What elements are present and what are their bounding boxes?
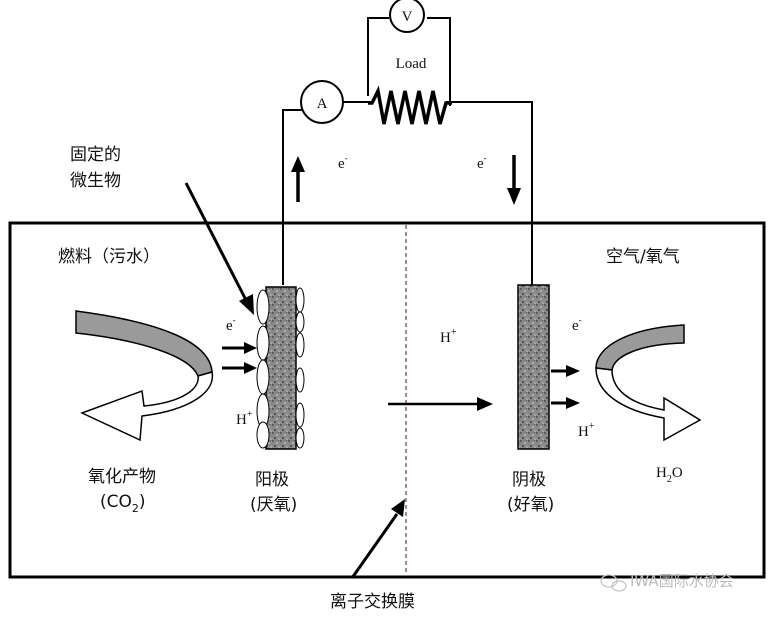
proton-label-center: H+	[440, 327, 457, 346]
microbes-pointer-arrow	[184, 182, 254, 315]
immobilized-microbes-label-line1: 固定的	[70, 145, 121, 165]
water-label: H2O	[656, 465, 683, 485]
watermark: IWA国际水协会	[600, 572, 734, 592]
reduction-curved-arrow	[595, 324, 702, 442]
ammeter-symbol: A	[317, 96, 328, 112]
voltmeter-symbol: V	[402, 9, 413, 25]
oxidation-curved-arrow	[75, 310, 214, 442]
electron-label-cathode: e-	[572, 315, 582, 334]
ammeter: A	[300, 80, 344, 124]
membrane-label: 离子交换膜	[330, 592, 415, 612]
load-label: Load	[396, 56, 427, 72]
immobilized-microbes	[256, 287, 305, 449]
load-resistor	[368, 85, 452, 125]
oxidation-products-label: 氧化产物	[88, 467, 156, 487]
co2-label: (CO2)	[100, 492, 146, 515]
air-oxygen-label: 空气/氧气	[606, 247, 680, 267]
cathode-output-arrows	[551, 365, 580, 409]
membrane-pointer-arrow	[350, 499, 405, 579]
wechat-icon	[600, 574, 627, 592]
proton-label-cathode: H+	[578, 421, 595, 440]
proton-label-anode: H+	[236, 409, 253, 428]
anode-electrode	[265, 286, 297, 450]
anode-input-arrows	[222, 342, 257, 374]
external-circuit	[282, 17, 533, 287]
anode-label: 阳极	[255, 470, 289, 490]
anode-sub-label: (厌氧)	[250, 495, 297, 515]
cell-chamber	[8, 221, 766, 579]
proton-migration-arrow	[388, 397, 493, 411]
electron-label-anode: e-	[226, 315, 236, 334]
electron-label-right: e-	[477, 153, 487, 172]
cathode-sub-label: (好氧)	[507, 495, 554, 515]
watermark-text: IWA国际水协会	[630, 572, 734, 590]
fuel-label: 燃料（污水）	[58, 247, 160, 267]
cathode-electrode	[517, 284, 550, 450]
cathode-label: 阴极	[512, 470, 546, 490]
electron-label-left: e-	[338, 153, 348, 172]
electron-flow-arrows	[291, 155, 521, 205]
voltmeter: V	[389, 0, 425, 33]
immobilized-microbes-label-line2: 微生物	[70, 171, 121, 191]
